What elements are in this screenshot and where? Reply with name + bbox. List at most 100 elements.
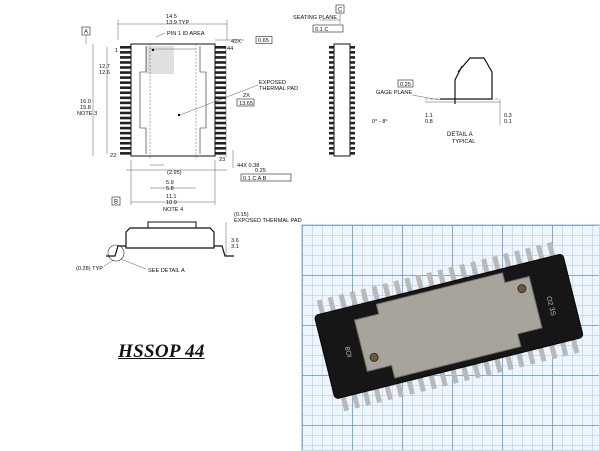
lead bbox=[215, 141, 226, 145]
chip-lead bbox=[450, 368, 459, 384]
height-inner-1: 12.7 bbox=[99, 64, 110, 70]
chip-lead bbox=[349, 291, 359, 307]
lead bbox=[329, 76, 334, 79]
lead bbox=[350, 111, 355, 115]
lead bbox=[329, 51, 334, 54]
body-width-1: 11.1 bbox=[166, 194, 176, 200]
chip-lead bbox=[470, 261, 479, 277]
lead bbox=[350, 106, 355, 110]
chip-lead bbox=[382, 282, 391, 299]
body-width-2: 10.9 bbox=[166, 200, 177, 206]
lead bbox=[350, 86, 355, 89]
lead bbox=[120, 121, 131, 125]
pin1-area bbox=[146, 46, 174, 74]
chip-lead bbox=[316, 299, 326, 316]
standoff-2: 0.1 bbox=[504, 119, 512, 125]
lead bbox=[120, 71, 131, 74]
lead bbox=[215, 56, 226, 59]
lead bbox=[350, 96, 355, 100]
lead bbox=[215, 111, 226, 115]
lead bbox=[120, 86, 131, 89]
lead bbox=[350, 126, 355, 130]
datum-b: B bbox=[114, 200, 118, 206]
lead bbox=[215, 86, 226, 89]
chip-lead bbox=[327, 296, 337, 313]
lead bbox=[350, 116, 355, 120]
lead-width-1: 44X 0.38 bbox=[237, 163, 259, 169]
chip-thermal-pad bbox=[353, 272, 543, 379]
lead bbox=[215, 152, 226, 155]
package-caption: HSSOP 44 bbox=[118, 341, 205, 362]
chip-lead bbox=[428, 373, 437, 390]
chip-lead bbox=[570, 338, 580, 354]
lead bbox=[329, 56, 334, 59]
lead bbox=[329, 116, 334, 120]
lead bbox=[215, 147, 226, 150]
front-height-1: 3.6 bbox=[231, 238, 239, 244]
chip-lead bbox=[537, 346, 547, 363]
chip-lead bbox=[393, 280, 402, 297]
lead bbox=[329, 101, 334, 105]
side-view: C SEATING PLANE 0.1 C bbox=[293, 4, 355, 157]
lead bbox=[329, 131, 334, 135]
chip-lead bbox=[395, 381, 404, 398]
lead bbox=[120, 136, 131, 140]
chip-lead bbox=[384, 384, 393, 401]
pitch-value: 0.65 bbox=[258, 38, 269, 44]
lead bbox=[215, 66, 226, 69]
pad-small-dim: (2.95) bbox=[167, 170, 182, 176]
lead bbox=[329, 126, 334, 130]
chip-lead bbox=[404, 277, 413, 294]
chip-lead bbox=[461, 365, 470, 382]
chip-lead bbox=[371, 285, 380, 302]
lead bbox=[350, 51, 355, 54]
chip-lead bbox=[417, 376, 426, 393]
pad-width-1: 5.9 bbox=[166, 180, 174, 186]
seating-plane-label: SEATING PLANE bbox=[293, 15, 337, 21]
lead bbox=[215, 46, 226, 49]
lead bbox=[120, 147, 131, 150]
lead bbox=[329, 147, 334, 150]
chip-lead bbox=[548, 343, 558, 360]
chip-lead bbox=[483, 359, 492, 376]
lead bbox=[329, 71, 334, 74]
body-width-3: NOTE 4 bbox=[163, 207, 183, 213]
lead bbox=[329, 141, 334, 145]
front-view: (0.15) EXPOSED THERMAL PAD 3.6 3.1 (0.28… bbox=[76, 212, 302, 274]
lead bbox=[215, 116, 226, 120]
chip-lead bbox=[472, 362, 481, 379]
lead bbox=[215, 61, 226, 64]
lead bbox=[350, 147, 355, 150]
lead bbox=[215, 71, 226, 74]
lead bbox=[120, 152, 131, 155]
lead bbox=[329, 111, 334, 115]
foot-dim-2: 0.8 bbox=[425, 119, 433, 125]
pin-22-label: 22 bbox=[110, 153, 116, 159]
gage-dim: 0.25 bbox=[400, 82, 411, 88]
lead bbox=[350, 66, 355, 69]
lead-width-2: 0.25 bbox=[255, 168, 266, 174]
lead bbox=[215, 76, 226, 79]
lead bbox=[215, 81, 226, 84]
lead bbox=[350, 46, 355, 49]
lead bbox=[120, 51, 131, 54]
detail-title: DETAIL A bbox=[447, 132, 473, 138]
detail-a: 0.25 GAGE PLANE 1.1 0.8 0.3 0.1 0° - 8° … bbox=[372, 57, 512, 145]
chip-lead bbox=[373, 387, 383, 404]
chip-lead bbox=[437, 269, 446, 286]
front-pad-1: (0.15) bbox=[234, 212, 249, 218]
chip-marking: O2 3S bbox=[545, 296, 557, 317]
chip-lead bbox=[527, 348, 536, 365]
chip-lead bbox=[492, 255, 501, 272]
chip-illustration: O2 3S 8Ol bbox=[314, 241, 584, 412]
detail-sub: TYPICAL bbox=[452, 139, 475, 145]
pad-label-1: EXPOSED bbox=[259, 80, 286, 86]
gage-plane-label: GAGE PLANE bbox=[376, 90, 412, 96]
front-height-2: 3.1 bbox=[231, 244, 239, 250]
chip-lead bbox=[439, 370, 448, 387]
chip-lead bbox=[535, 244, 545, 261]
chip-lead bbox=[546, 241, 556, 258]
lead bbox=[350, 81, 355, 84]
chip-leads-top bbox=[316, 241, 556, 316]
